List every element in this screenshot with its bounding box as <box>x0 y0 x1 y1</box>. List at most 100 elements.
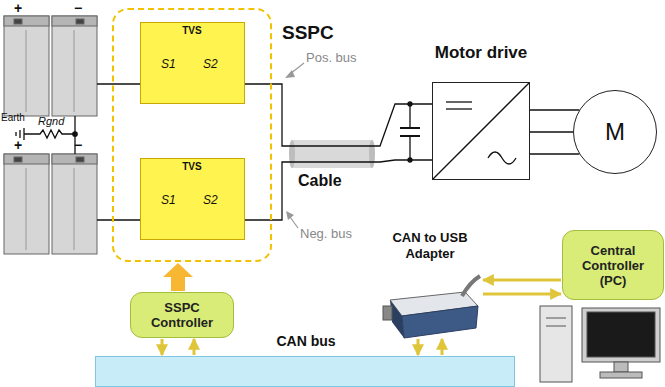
usb-adapter: CAN to USB Adapter <box>378 272 482 338</box>
cable-symbol <box>289 140 375 168</box>
bus-wires-part <box>97 219 140 220</box>
switch-label: S2 <box>203 57 218 71</box>
node-title: Motor drive <box>421 43 541 63</box>
switch-box: TVS S1 S2 <box>140 22 245 104</box>
control-arrow <box>163 263 193 291</box>
bus-wires-part <box>408 102 412 106</box>
battery-pack-part <box>14 19 22 24</box>
converter-symbol-part <box>488 152 516 164</box>
bus-wires-part <box>97 83 140 84</box>
pc-icon <box>540 306 660 382</box>
can-bus-band: CAN bus <box>95 356 515 387</box>
usb-adapter-icon-part <box>462 276 480 296</box>
motor-wires <box>530 110 579 154</box>
battery-pack-part <box>4 16 49 26</box>
terminal-sign: + <box>14 0 22 16</box>
battery-pack-part <box>26 30 27 112</box>
ground-wiring-part <box>24 130 75 138</box>
motor-drive-box: Motor drive <box>432 82 530 180</box>
battery-pack-part <box>4 16 49 116</box>
data-arrow <box>417 339 420 355</box>
controller-box: SSPC Controller <box>130 292 234 338</box>
data-arrow <box>441 339 444 355</box>
bus-label: Neg. bus <box>300 226 352 241</box>
battery-pack-part <box>76 157 84 162</box>
pc-icon-part <box>546 318 566 319</box>
pc-icon-part <box>587 312 655 357</box>
bus-wires-part <box>245 84 432 146</box>
ground-label: Earth <box>1 112 25 123</box>
terminal-sign: − <box>74 0 82 16</box>
node-title: SSPC <box>282 22 334 44</box>
data-arrow <box>483 279 561 282</box>
battery-pack-part <box>52 154 97 254</box>
converter-symbol-part <box>446 108 472 109</box>
ground-wiring-part <box>15 132 16 136</box>
battery-pack-part <box>4 154 49 164</box>
node-title: TVS <box>141 161 243 172</box>
bus-label: Pos. bus <box>306 50 357 65</box>
phase-wire <box>530 131 573 132</box>
battery-pack-part <box>14 157 22 162</box>
battery-pack-part <box>52 16 97 116</box>
leader-arrow-part <box>290 217 298 228</box>
switch-label: S2 <box>203 193 218 207</box>
bus-wires-part <box>400 127 420 129</box>
data-arrow <box>483 293 561 296</box>
cable-label: Cable <box>298 172 342 190</box>
converter-symbol <box>433 83 529 179</box>
ground-wiring-part <box>23 128 24 140</box>
battery-pack-part <box>26 168 27 250</box>
bus-wires <box>97 84 140 220</box>
pc-icon-part <box>614 362 628 372</box>
usb-adapter-icon-part <box>402 306 478 338</box>
battery-pack <box>4 154 97 254</box>
leader-arrow <box>285 63 304 228</box>
cable-symbol-part <box>369 140 375 168</box>
battery-pack-part <box>52 154 97 164</box>
battery-pack-part <box>74 168 75 250</box>
converter-symbol-part <box>446 101 472 102</box>
bus-wires-part <box>245 160 432 220</box>
data-arrow <box>193 339 196 355</box>
ground-wiring <box>16 116 77 154</box>
bus-wires-part <box>409 104 410 128</box>
switch-label: S1 <box>161 57 176 71</box>
phase-wire <box>530 153 579 154</box>
node-text: M <box>605 118 625 146</box>
battery-pack-part <box>74 30 75 112</box>
node-title: CAN to USB Adapter <box>370 230 490 262</box>
phase-wire <box>530 109 579 110</box>
bus-wires-part <box>400 135 420 137</box>
cable-symbol-part <box>289 140 295 168</box>
cable-symbol-part <box>292 140 372 168</box>
bus-wires-part <box>409 136 410 160</box>
data-arrow <box>161 339 164 355</box>
node-text: Central Controller (PC) <box>563 243 663 288</box>
resistor-label: Rgnd <box>38 115 64 127</box>
pc-icon-part <box>546 326 566 327</box>
usb-adapter-icon <box>383 276 480 338</box>
leader-arrow-part <box>286 211 294 220</box>
switch-label: S1 <box>161 193 176 207</box>
switch-box: TVS S1 S2 <box>140 158 245 240</box>
leader-arrow-part <box>285 70 295 78</box>
converter-symbol-part <box>433 83 529 179</box>
node-text: SSPC Controller <box>131 300 233 330</box>
battery-pack-part <box>76 19 84 24</box>
usb-adapter-icon-part <box>383 306 392 320</box>
battery-pack-part <box>52 16 97 26</box>
motor-circle: M <box>573 90 657 174</box>
bus-wires-part <box>408 158 412 162</box>
node-title: TVS <box>141 25 243 36</box>
pc-icon-part <box>540 306 572 382</box>
controller-box: Central Controller (PC) <box>562 230 664 300</box>
battery-pack <box>4 16 97 116</box>
ground-wiring-part <box>19 130 20 138</box>
node-title: CAN bus <box>236 333 376 349</box>
bus-wires <box>245 84 432 220</box>
sspc-group: SSPCTVSS1S2TVSS1S2 <box>112 8 272 262</box>
terminal-sign: + <box>14 137 22 153</box>
pc-icon-part <box>582 308 660 362</box>
